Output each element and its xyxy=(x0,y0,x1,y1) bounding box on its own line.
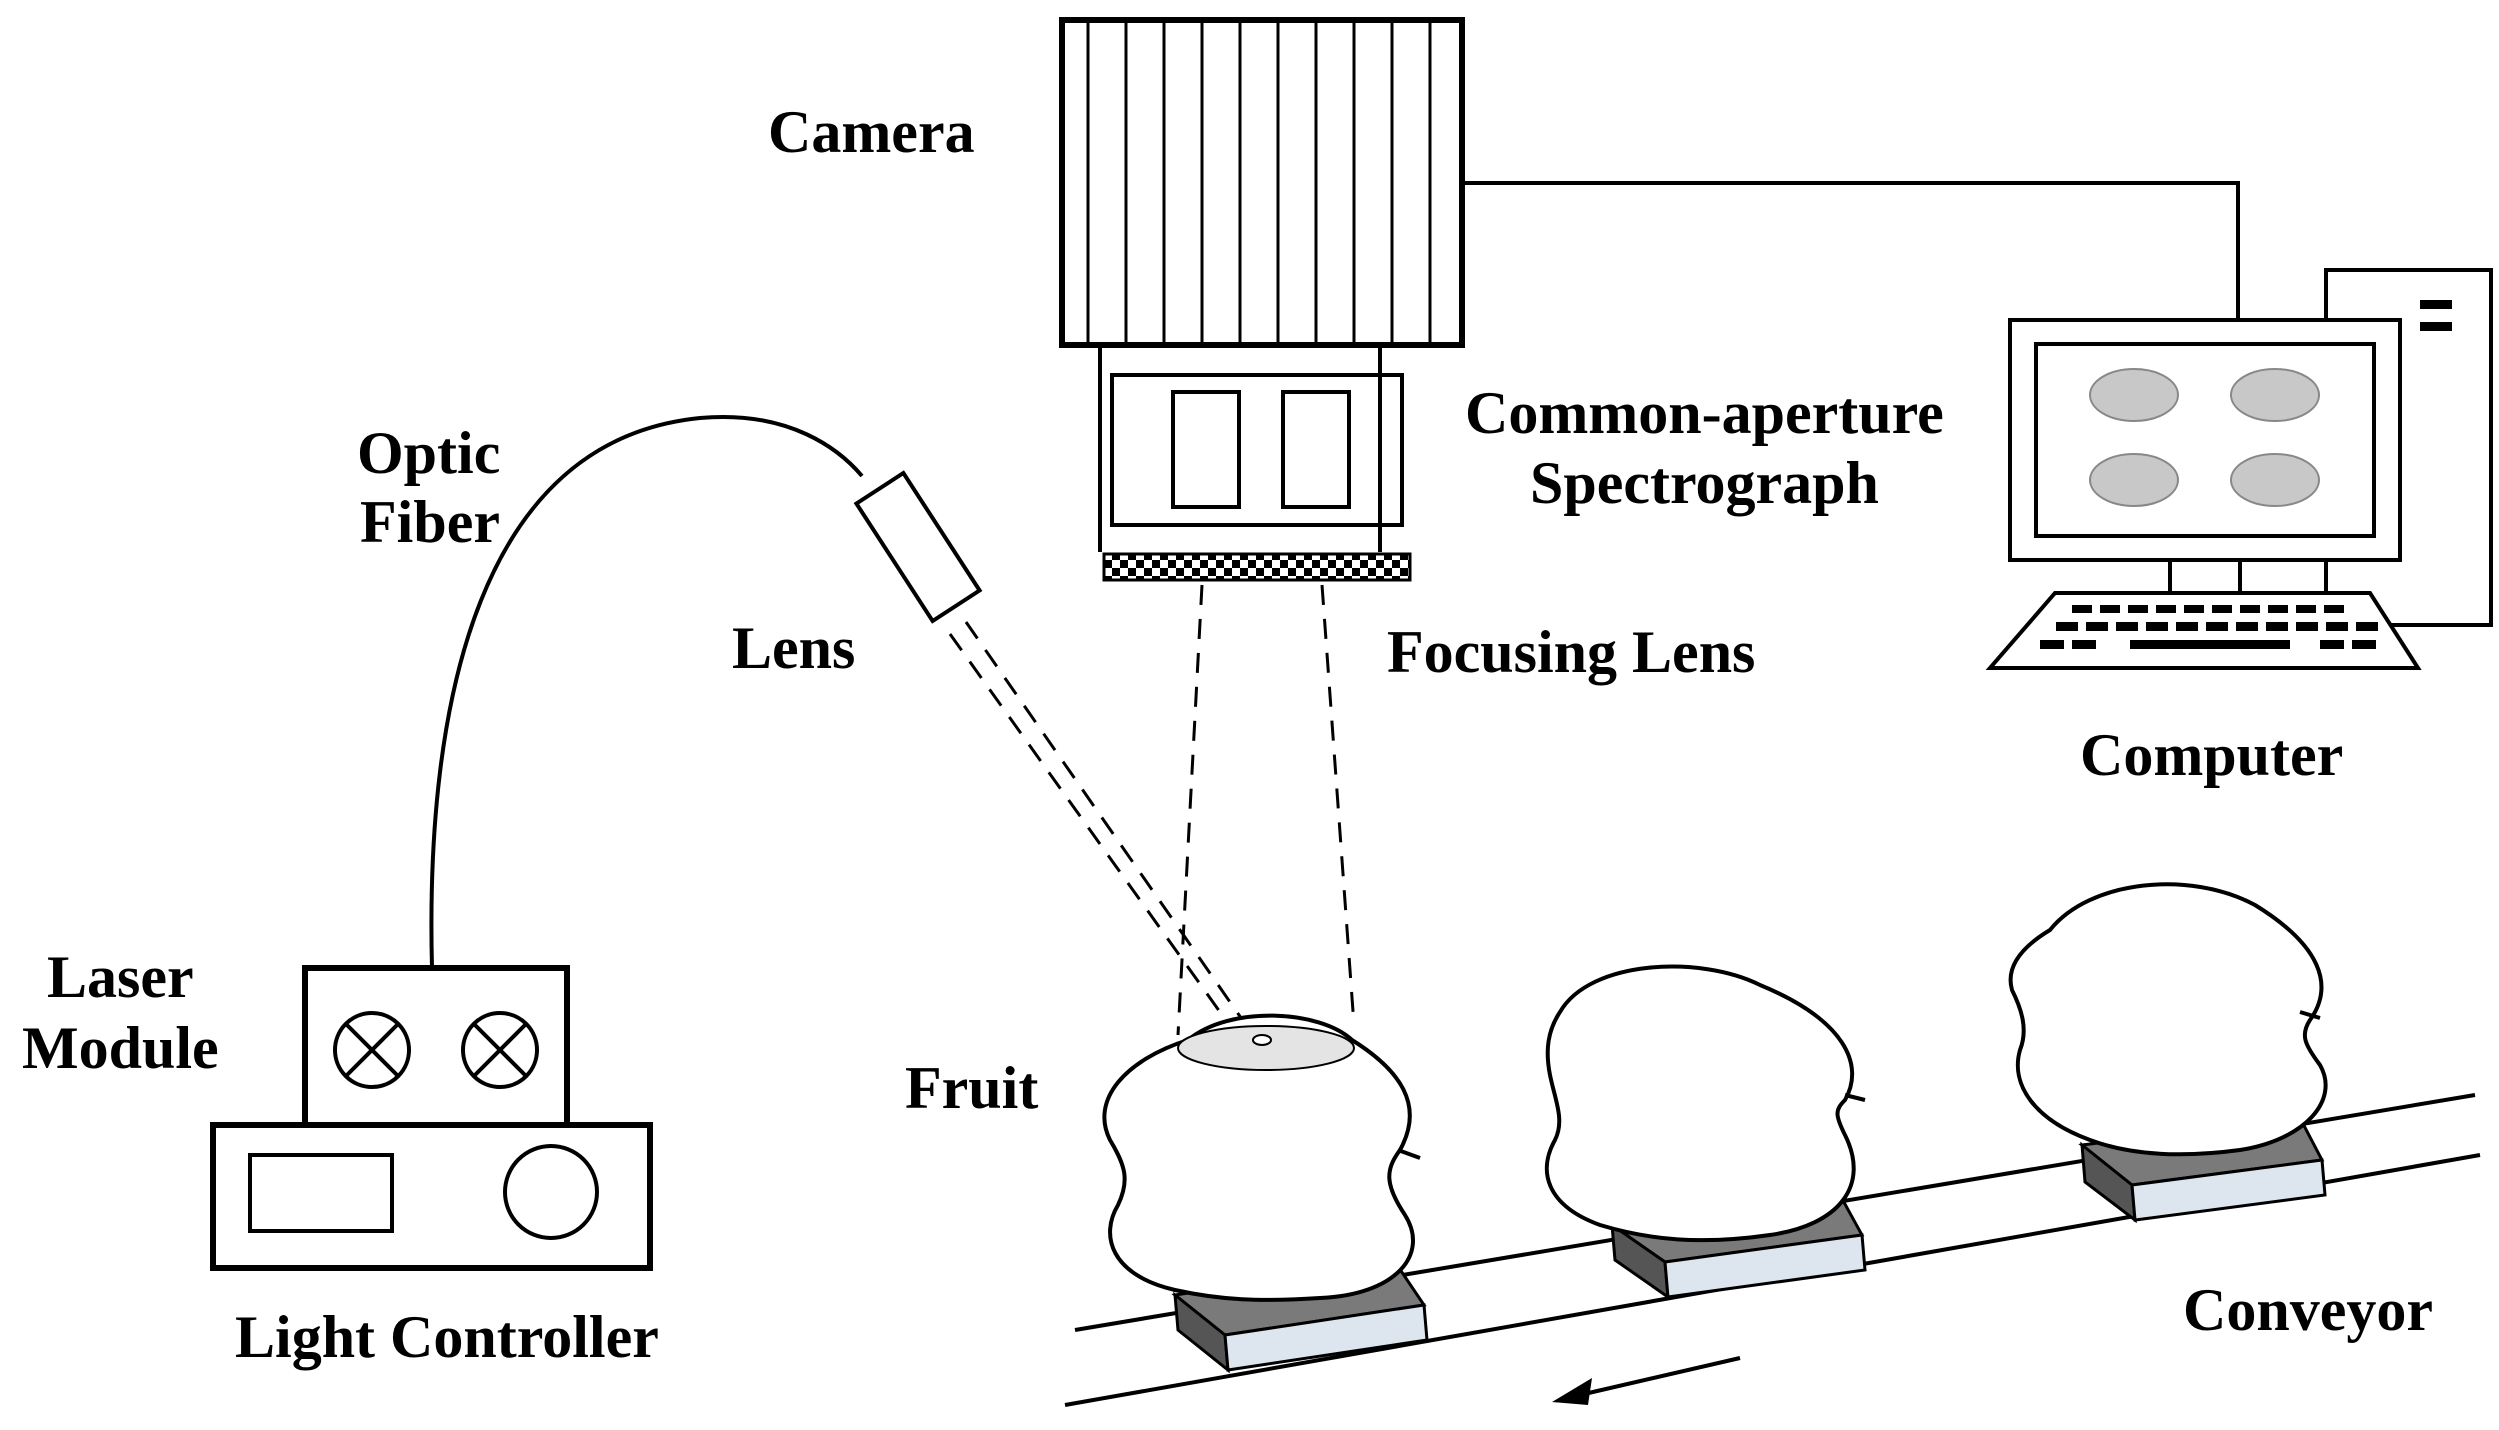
optic-fiber-label-line2: Fiber xyxy=(360,489,500,555)
lens-label: Lens xyxy=(732,615,855,681)
direction-arrow xyxy=(1552,1356,1741,1405)
focusing-lens xyxy=(1102,552,1412,582)
laser-lens xyxy=(853,470,983,624)
laser-module-label-line1: Laser xyxy=(47,944,194,1010)
computer-monitor xyxy=(2008,318,2402,562)
laser-indicator-left xyxy=(333,1011,411,1089)
camera-computer-cable xyxy=(1462,181,2240,318)
computer-keyboard xyxy=(1985,591,2422,670)
laser-beam xyxy=(948,621,1257,1041)
camera-label: Camera xyxy=(768,99,975,165)
illuminated-spot xyxy=(1177,1025,1355,1071)
optic-fiber xyxy=(429,414,864,969)
fruit xyxy=(1102,1013,1421,1302)
spectrograph-label-line1: Common-aperture xyxy=(1465,380,1944,446)
laser-indicator-right xyxy=(461,1011,539,1089)
light-controller xyxy=(210,1122,653,1271)
conveyor-label: Conveyor xyxy=(2183,1277,2433,1343)
laser-module-label-line2: Module xyxy=(22,1015,219,1081)
laser-module xyxy=(302,965,570,1128)
monitor-screen xyxy=(2034,342,2376,538)
light-controller-label: Light Controller xyxy=(235,1304,659,1370)
laser-incident-point xyxy=(1252,1034,1272,1046)
fruit xyxy=(2008,882,2328,1157)
optic-fiber-label-line1: Optic xyxy=(357,420,500,486)
focusing-lens-label: Focusing Lens xyxy=(1387,619,1755,685)
spectrograph-body xyxy=(1098,345,1404,552)
camera-body xyxy=(1059,17,1465,348)
computer-label: Computer xyxy=(2080,722,2343,788)
fruit-label: Fruit xyxy=(905,1055,1038,1121)
camera-field-of-view xyxy=(1176,584,1356,1036)
fruit xyxy=(1544,964,1866,1243)
computer xyxy=(1985,268,2493,670)
spectrograph-label-line2: Spectrograph xyxy=(1530,450,1879,516)
